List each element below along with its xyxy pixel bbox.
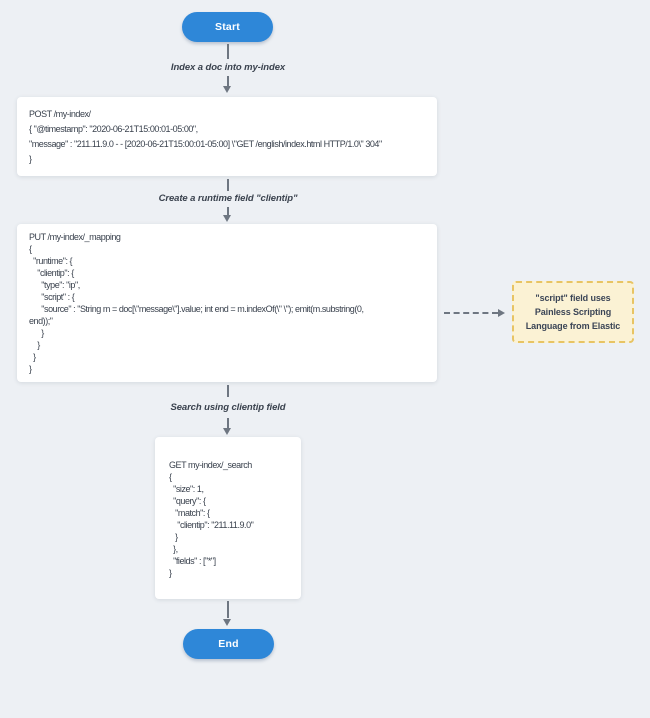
- start-node[interactable]: Start: [182, 12, 273, 42]
- code-block-get-search[interactable]: GET my-index/_search { "size": 1, "query…: [155, 437, 301, 599]
- code-block-put-mapping[interactable]: PUT /my-index/_mapping { "runtime": { "c…: [17, 224, 437, 382]
- edge-label-search-clientip: Search using clientip field: [170, 402, 286, 413]
- arrowhead-down-icon: [223, 215, 231, 222]
- connector-line: [227, 44, 229, 59]
- connector-line: [227, 179, 229, 191]
- arrowhead-right-icon: [498, 309, 505, 317]
- note-text: "script" field uses Painless Scripting L…: [525, 293, 621, 331]
- arrowhead-down-icon: [223, 428, 231, 435]
- connector-line: [227, 385, 229, 397]
- edge-label-index-doc: Index a doc into my-index: [170, 62, 286, 73]
- arrowhead-down-icon: [223, 619, 231, 626]
- connector-line: [227, 418, 229, 428]
- connector-line: [227, 76, 229, 86]
- note-painless-script[interactable]: "script" field uses Painless Scripting L…: [512, 281, 634, 343]
- connector-line: [227, 601, 229, 618]
- start-node-label: Start: [215, 21, 240, 33]
- end-node-label: End: [218, 638, 239, 650]
- end-node[interactable]: End: [183, 629, 274, 659]
- connector-line: [227, 207, 229, 215]
- edge-label-create-runtime-field: Create a runtime field "clientip": [158, 193, 298, 204]
- code-block-post-index[interactable]: POST /my-index/ { "@timestamp": "2020-06…: [17, 97, 437, 176]
- arrowhead-down-icon: [223, 86, 231, 93]
- dashed-connector-line: [444, 312, 498, 314]
